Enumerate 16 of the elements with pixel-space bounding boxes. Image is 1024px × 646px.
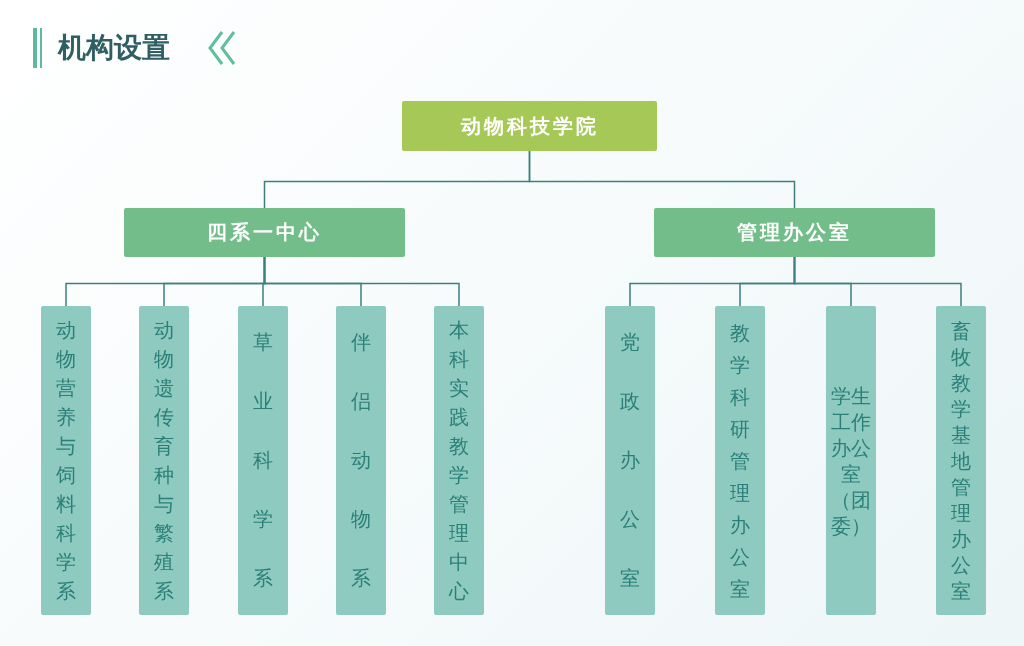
title: 机构设置 [58,30,170,66]
unit-column: 教学科研管理办公室 [715,306,765,615]
unit-column: 伴侣动物系 [336,306,386,615]
unit-column: 党政办公室 [605,306,655,615]
unit-column: 学生工作办公室（团委） [826,306,876,615]
connector-line [528,150,796,209]
unit-column: 动物营养与饲料科学系 [41,306,91,615]
connector-line [263,256,460,307]
unit-column: 本科实践教学管理中心 [434,306,484,615]
group-box: 四系一中心 [124,208,405,257]
group-box: 管理办公室 [654,208,935,257]
root-box: 动物科技学院 [402,101,657,151]
unit-column: 畜牧教学基地管理办公室 [936,306,986,615]
unit-column: 草业科学系 [238,306,288,615]
connector-line [793,256,962,307]
unit-column: 动物遗传育种与繁殖系 [139,306,189,615]
